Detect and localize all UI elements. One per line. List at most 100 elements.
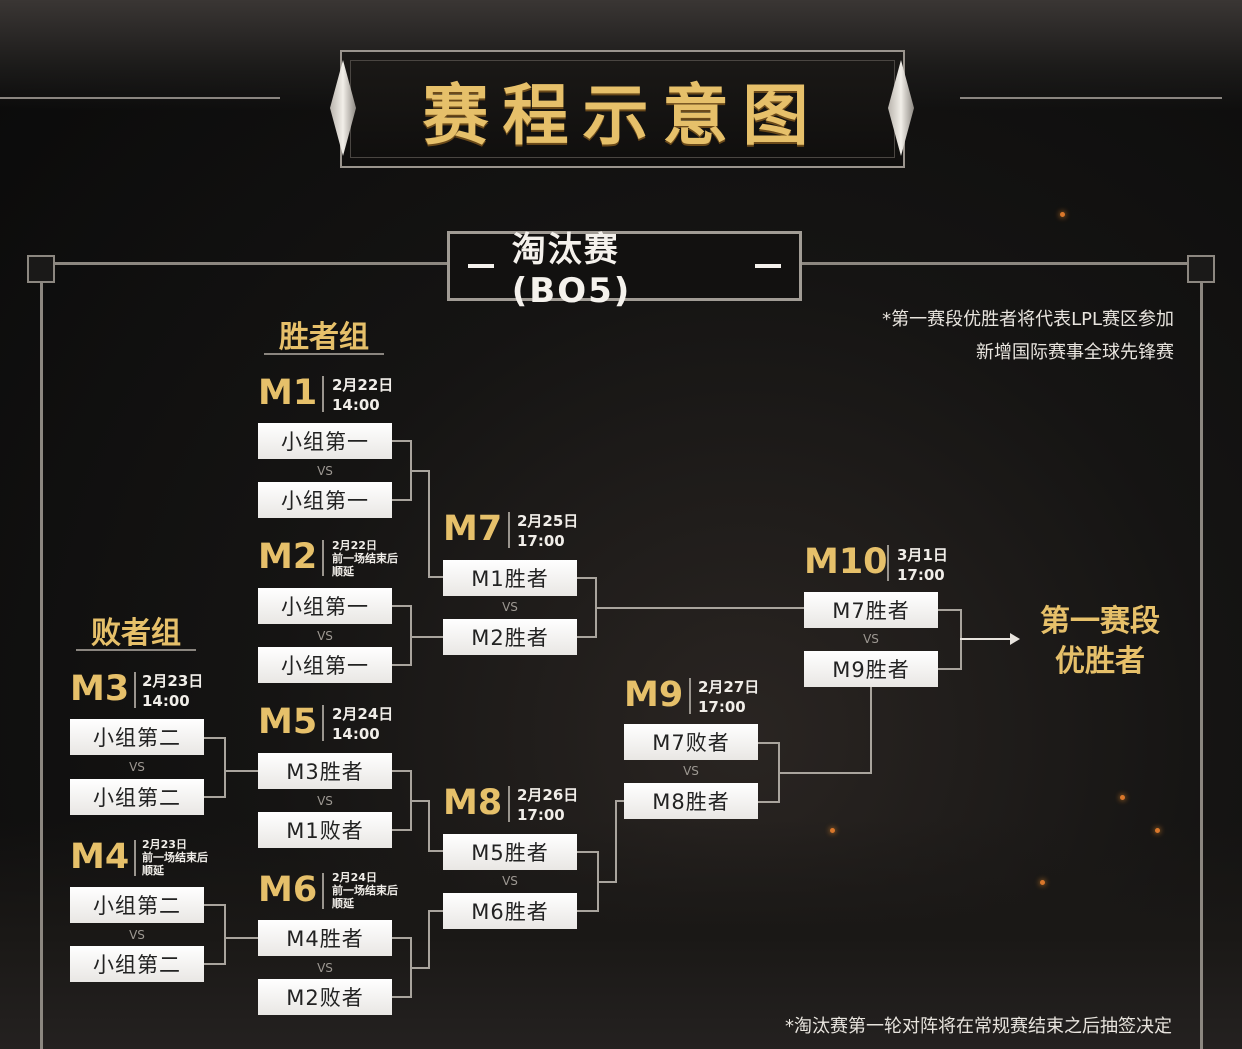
losers-group-underline xyxy=(76,649,196,651)
title-rule-left xyxy=(0,97,280,99)
vs-label: VS xyxy=(502,600,518,614)
dash-left xyxy=(468,264,494,268)
losers-group-title: 败者组 xyxy=(91,616,181,651)
match-code-m10: M10 xyxy=(804,542,888,582)
final-winner-label: 第一赛段 优胜者 xyxy=(1040,604,1160,679)
vs-label: VS xyxy=(502,874,518,888)
stage-subtitle: 淘汰赛(BO5) xyxy=(447,230,802,311)
match-divider xyxy=(887,545,889,581)
m4-team-1: 小组第二 xyxy=(70,887,204,923)
match-code-m3: M3 xyxy=(70,669,130,709)
frame-top-right xyxy=(800,262,1202,265)
bracket-line xyxy=(428,850,443,852)
bracket-line xyxy=(392,440,412,442)
bracket-line xyxy=(204,904,226,906)
bracket-line xyxy=(577,851,599,853)
bracket-line xyxy=(778,772,872,774)
vs-label: VS xyxy=(317,464,333,478)
bracket-line xyxy=(224,737,226,798)
bracket-line xyxy=(392,829,412,831)
note-line-2: 新增国际赛事全球先锋赛 xyxy=(976,342,1174,363)
bracket-line xyxy=(428,910,443,912)
ember-decoration xyxy=(1155,828,1160,833)
dash-right xyxy=(755,264,782,268)
m9-team-2: M8胜者 xyxy=(624,783,758,819)
match-code-m6: M6 xyxy=(258,870,318,910)
match-code-m5: M5 xyxy=(258,702,318,742)
bracket-line xyxy=(597,881,617,883)
ember-decoration xyxy=(830,828,835,833)
frame-cap-right xyxy=(1187,255,1215,283)
bracket-line xyxy=(758,801,780,803)
bracket-line xyxy=(410,605,412,666)
arrow-right-icon xyxy=(1010,633,1020,645)
frame-left xyxy=(40,262,43,1049)
match-divider xyxy=(322,873,324,909)
bracket-line xyxy=(428,576,443,578)
m3-team-2: 小组第二 xyxy=(70,779,204,815)
m10-team-2: M9胜者 xyxy=(804,651,938,687)
bracket-line xyxy=(224,904,226,965)
ember-decoration xyxy=(1040,880,1045,885)
match-code-m4: M4 xyxy=(70,837,130,877)
match-code-m2: M2 xyxy=(258,537,318,577)
match-date-m2: 2月22日前一场结束后顺延 xyxy=(332,539,398,578)
m6-team-2: M2败者 xyxy=(258,979,392,1015)
match-divider xyxy=(689,678,691,714)
vs-label: VS xyxy=(317,794,333,808)
match-divider xyxy=(322,705,324,741)
m4-team-2: 小组第二 xyxy=(70,946,204,982)
match-code-m9: M9 xyxy=(624,675,684,715)
bracket-line xyxy=(392,605,412,607)
match-date-m6: 2月24日前一场结束后顺延 xyxy=(332,871,398,910)
match-divider xyxy=(322,376,324,412)
match-divider xyxy=(508,512,510,548)
bracket-line xyxy=(428,910,430,969)
bracket-line xyxy=(577,636,597,638)
bracket-line xyxy=(410,470,430,472)
bracket-line xyxy=(410,800,430,802)
m7-team-2: M2胜者 xyxy=(443,619,577,655)
bracket-line xyxy=(595,607,804,609)
page-title: 赛程示意图 xyxy=(422,76,823,154)
subtitle-text: 淘汰赛(BO5) xyxy=(511,229,632,311)
vs-label: VS xyxy=(863,632,879,646)
match-divider xyxy=(322,540,324,576)
bracket-line xyxy=(577,910,599,912)
bracket-line xyxy=(392,664,412,666)
title-banner xyxy=(340,50,905,168)
bracket-line xyxy=(938,609,962,611)
bracket-line xyxy=(224,770,258,772)
vs-label: VS xyxy=(683,764,699,778)
m2-team-2: 小组第一 xyxy=(258,647,392,683)
m1-team-2: 小组第一 xyxy=(258,482,392,518)
winners-group-underline xyxy=(264,353,384,355)
bracket-line xyxy=(938,668,962,670)
bracket-line xyxy=(758,742,780,744)
ember-decoration xyxy=(1060,212,1065,217)
match-code-m7: M7 xyxy=(443,509,503,549)
bracket-line xyxy=(577,577,597,579)
bracket-line xyxy=(392,996,412,998)
bracket-line xyxy=(392,499,412,501)
bracket-line xyxy=(204,796,226,798)
note-line-1: *第一赛段优胜者将代表LPL赛区参加 xyxy=(882,309,1174,330)
bracket-line xyxy=(428,470,430,578)
m9-team-1: M7败者 xyxy=(624,724,758,760)
vs-label: VS xyxy=(317,961,333,975)
bracket-line xyxy=(410,636,443,638)
match-date-m4: 2月23日前一场结束后顺延 xyxy=(142,838,208,877)
frame-right xyxy=(1200,262,1203,1049)
m3-team-1: 小组第二 xyxy=(70,719,204,755)
bracket-line xyxy=(410,967,430,969)
winners-group-title: 胜者组 xyxy=(279,320,369,355)
m5-team-2: M1败者 xyxy=(258,812,392,848)
frame-cap-left xyxy=(27,255,55,283)
bracket-line xyxy=(204,737,226,739)
